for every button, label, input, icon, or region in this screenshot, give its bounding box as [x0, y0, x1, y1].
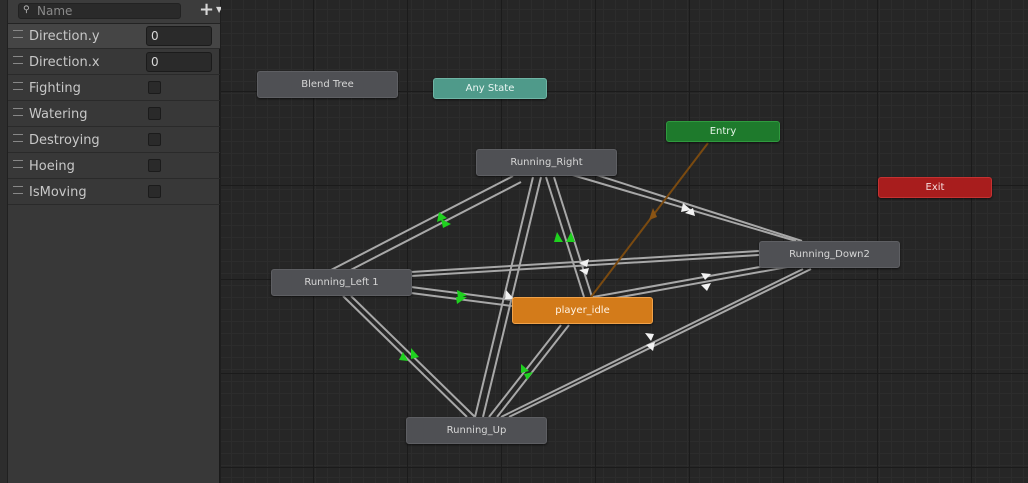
transition-down-to-idle[interactable] — [598, 265, 794, 302]
transition-arrow-icon — [524, 372, 533, 380]
parameter-row-direction-x[interactable]: Direction.x 0 — [8, 50, 220, 75]
transition-right-to-idle[interactable] — [545, 176, 585, 298]
state-running-up[interactable]: Running_Up — [406, 417, 547, 444]
transition-arrow-icon — [505, 290, 514, 299]
parameter-name: Direction.x — [29, 55, 100, 70]
transition-arrow-icon — [685, 208, 695, 216]
parameter-checkbox[interactable] — [148, 185, 161, 198]
dropdown-caret-icon: ▼ — [216, 5, 223, 14]
parameter-name: Destroying — [29, 133, 100, 148]
plus-icon: + — [199, 0, 215, 20]
parameters-toolbar: ⚲ + ▼ — [8, 0, 222, 24]
parameter-value-field[interactable]: 0 — [146, 52, 212, 72]
parameter-checkbox[interactable] — [148, 81, 161, 94]
transition-arrow-icon — [701, 273, 711, 280]
transition-arrow-icon — [579, 268, 589, 275]
transition-arrow-icon — [645, 333, 654, 341]
parameters-panel: ⚲ + ▼ Direction.y 0 Direction.x 0 Fighti… — [0, 0, 222, 483]
search-field[interactable]: ⚲ — [18, 3, 181, 19]
transition-up-to-idle[interactable] — [496, 324, 570, 418]
parameter-checkbox[interactable] — [148, 159, 161, 172]
transition-arrow-icon — [411, 348, 419, 359]
state-running-down2[interactable]: Running_Down2 — [759, 241, 900, 268]
transition-up-to-down[interactable] — [508, 268, 812, 418]
drag-handle-icon[interactable] — [13, 160, 23, 168]
parameter-row-direction-y[interactable]: Direction.y 0 — [8, 24, 220, 49]
transition-arrow-icon — [399, 352, 408, 361]
state-exit[interactable]: Exit — [878, 177, 992, 198]
state-running-right[interactable]: Running_Right — [476, 149, 617, 176]
parameter-name: Direction.y — [29, 29, 100, 44]
transition-idle-to-down[interactable] — [592, 261, 788, 298]
transition-arrow-icon — [456, 297, 467, 304]
transition-layer — [330, 142, 812, 418]
drag-handle-icon[interactable] — [13, 30, 23, 38]
transition-arrow-icon — [437, 212, 447, 222]
transition-arrow-icon — [441, 219, 451, 228]
add-parameter-button[interactable]: + ▼ — [198, 0, 226, 21]
transition-arrow-icon — [701, 283, 711, 291]
transition-right-to-left[interactable] — [338, 181, 522, 277]
parameter-name: IsMoving — [29, 185, 87, 200]
transition-arrow-icon — [521, 364, 529, 373]
parameter-name: Hoeing — [29, 159, 75, 174]
search-input[interactable] — [37, 4, 177, 18]
parameter-row-watering[interactable]: Watering — [8, 102, 220, 127]
transition-left-to-right[interactable] — [330, 175, 514, 271]
transition-arrow-icon — [554, 232, 563, 242]
transition-arrow-icon — [457, 290, 467, 299]
parameter-checkbox[interactable] — [148, 133, 161, 146]
state-running-left-1[interactable]: Running_Left 1 — [271, 269, 412, 296]
drag-handle-icon[interactable] — [13, 134, 23, 142]
transition-right-to-up[interactable] — [474, 176, 534, 418]
transition-entry-to-idle[interactable] — [590, 142, 709, 298]
parameter-name: Watering — [29, 107, 88, 122]
transition-arrow-icon — [681, 203, 691, 212]
state-player-idle[interactable]: player_idle — [512, 297, 653, 324]
drag-handle-icon[interactable] — [13, 186, 23, 194]
transition-down-to-right[interactable] — [574, 167, 803, 242]
parameter-row-fighting[interactable]: Fighting — [8, 76, 220, 101]
state-any-state[interactable]: Any State — [433, 78, 547, 99]
transition-arrow-icon — [566, 232, 575, 242]
parameter-value-field[interactable]: 0 — [146, 26, 212, 46]
search-icon: ⚲ — [23, 5, 30, 15]
animator-graph-canvas[interactable]: Blend Tree Any State Entry Exit Running_… — [221, 0, 1028, 483]
transition-arrow-icon — [579, 259, 589, 267]
drag-handle-icon[interactable] — [13, 108, 23, 116]
drag-handle-icon[interactable] — [13, 56, 23, 64]
drag-handle-icon[interactable] — [13, 82, 23, 90]
parameter-row-destroying[interactable]: Destroying — [8, 128, 220, 153]
parameter-row-hoeing[interactable]: Hoeing — [8, 154, 220, 179]
state-entry[interactable]: Entry — [666, 121, 780, 142]
transition-arrow-icon — [646, 342, 655, 351]
parameter-checkbox[interactable] — [148, 107, 161, 120]
parameter-name: Fighting — [29, 81, 81, 96]
parameter-row-ismoving[interactable]: IsMoving — [8, 180, 220, 205]
panel-side-strip — [0, 0, 8, 483]
state-blend-tree[interactable]: Blend Tree — [257, 71, 398, 98]
transition-arrow-icon — [649, 208, 657, 220]
